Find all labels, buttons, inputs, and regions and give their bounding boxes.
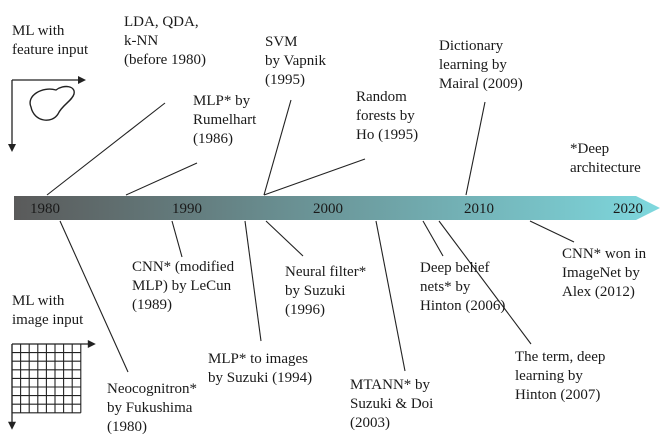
event-cnn-lecun: CNN* (modified MLP) by LeCun (1989) [132,259,235,313]
connector-deep-learning-term [438,220,532,345]
event-mlp-images: MLP* to images by Suzuki (1994) [208,351,313,386]
feature-input-label: ML with feature input [12,23,89,58]
connector-cnn-lecun [171,220,183,258]
event-dbn: Deep belief nets* by Hinton (2006) [420,260,506,314]
event-cnn-imagenet: CNN* won in ImageNet by Alex (2012) [562,246,647,300]
connector-dictionary [465,101,486,196]
connector-svm [263,99,292,196]
year-label-1990: 1990 [172,201,202,217]
connector-mtann [375,220,406,372]
event-lda: LDA, QDA, k-NN (before 1980) [124,14,207,68]
image-input-grid-icon [8,340,96,430]
year-label-2010: 2010 [464,201,494,217]
connector-mlp-rumelhart [125,162,198,196]
event-mlp-rumelhart: MLP* by Rumelhart (1986) [193,93,257,147]
year-label-2020: 2020 [613,201,643,217]
event-neocognitron: Neocognitron* by Fukushima (1980) [107,381,197,435]
event-mtann: MTANN* by Suzuki & Doi (2003) [350,377,434,431]
event-random-forests: Random forests by Ho (1995) [356,89,419,143]
event-dictionary: Dictionary learning by Mairal (2009) [439,38,523,92]
connector-random-forests [263,158,366,196]
connector-mlp-images [244,220,262,342]
event-svm: SVM by Vapnik (1995) [265,34,326,88]
event-neural-filter: Neural filter* by Suzuki (1996) [285,264,367,318]
year-label-2000: 2000 [313,201,343,217]
year-label-1980: 1980 [30,201,60,217]
deep-architecture-note: *Deep architecture [570,141,641,176]
image-input-label: ML with image input [12,293,84,328]
event-deep-learning-term: The term, deep learning by Hinton (2007) [515,349,606,403]
connector-dbn [422,220,444,257]
connector-cnn-imagenet [529,220,575,243]
timeline-arrow [14,196,660,220]
connector-neocognitron [59,220,129,373]
connector-neural-filter [265,220,304,257]
connector-lda [46,102,166,196]
feature-input-icon [8,76,86,152]
